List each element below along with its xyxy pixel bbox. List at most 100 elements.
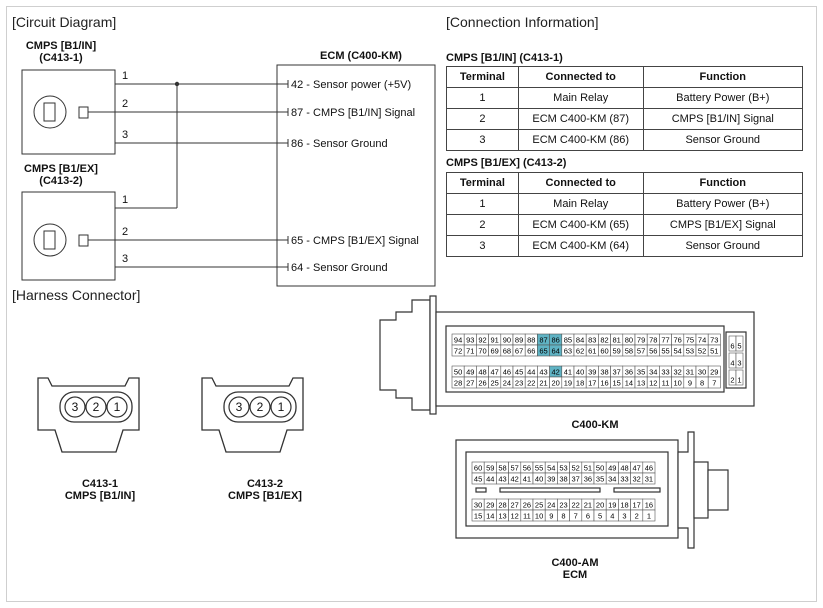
cmps-in-sensor-icon [33,95,67,129]
c400-km-latch [379,299,431,411]
pin-label: 52 [572,464,580,473]
pin-label: 38 [559,475,567,484]
c413-2-pin-label: 2 [257,400,264,414]
wire-junction-dot [174,81,180,87]
pin-label: 30 [474,501,482,510]
pin-label: 26 [478,379,486,388]
cmps-ex-label: CMPS [B1/EX] (C413-2) [24,163,98,187]
pin-label: 53 [686,347,694,356]
pin-label: 57 [637,347,645,356]
pin-cell [707,344,721,357]
pin-label: 45 [515,368,523,377]
pin-label: 39 [547,475,555,484]
pin-label: 83 [588,336,596,345]
pin-label: 22 [572,501,580,510]
pin-label: 18 [576,379,584,388]
pin-label: 73 [710,336,718,345]
pin-label: 59 [486,464,494,473]
pin-label: 44 [486,475,494,484]
pin-label: 24 [503,379,511,388]
pin-cell [735,335,744,352]
pin-label: 29 [710,368,718,377]
pin-label: 42 [511,475,519,484]
wire-num-in-3: 3 [122,129,128,141]
cmps-in-label: CMPS [B1/IN] (C413-1) [25,40,97,64]
pin-label: 55 [661,347,669,356]
pin-label: 61 [588,347,596,356]
pin-label: 40 [535,475,543,484]
pin-label: 13 [637,379,645,388]
pin-label: 52 [698,347,706,356]
pin-label: 19 [564,379,572,388]
pin-label: 60 [600,347,608,356]
pin-label: 50 [596,464,604,473]
pin-label: 36 [584,475,592,484]
circuit-diagram-heading: [Circuit Diagram] [12,14,117,30]
pin-label: 43 [498,475,506,484]
col-terminal: Terminal [446,66,519,88]
pin-label: 31 [645,475,653,484]
pin-cell [642,472,656,485]
c413-2-pin-label: 3 [236,400,243,414]
pin-label: 21 [584,501,592,510]
pin-label: 8 [700,379,704,388]
pin-label: 32 [674,368,682,377]
pin-cell [735,369,744,386]
pin-label: 48 [620,464,628,473]
pin-label: 49 [466,368,474,377]
pin-label: 19 [608,501,616,510]
pin-label: 77 [661,336,669,345]
pin-label: 25 [535,501,543,510]
pin-label: 11 [523,512,531,521]
pin-label: 22 [527,379,535,388]
pin-label: 41 [564,368,572,377]
pin-label: 10 [535,512,543,521]
pin-label: 10 [674,379,682,388]
pin-label: 27 [511,501,519,510]
pin-label: 42 [552,368,560,377]
pin-label: 74 [698,336,706,345]
c413-1-pin-1 [106,396,128,418]
pin-label: 89 [515,336,523,345]
table1-title: CMPS [B1/IN] (C413-1) [446,52,563,64]
pin-label: 11 [662,379,670,388]
col-function: Function [642,66,804,88]
table2-title: CMPS [B1/EX] (C413-2) [446,157,567,169]
pin-label: 46 [645,464,653,473]
pin-label: 87 [539,336,547,345]
pin-label: 46 [503,368,511,377]
pin-label: 85 [564,336,572,345]
pin-label: 49 [608,464,616,473]
page-frame [6,6,817,602]
pin-label: 62 [576,347,584,356]
pin-label: 54 [674,347,682,356]
pin-label: 32 [633,475,641,484]
pin-label: 1 [737,376,741,385]
pin-cell [642,509,656,522]
pin-label: 55 [535,464,543,473]
ecm-box [276,64,436,287]
c413-2-pin-2 [249,396,271,418]
pin-label: 36 [625,368,633,377]
pin-label: 56 [649,347,657,356]
pin-label: 35 [596,475,604,484]
pin-label: 45 [474,475,482,484]
pin-label: 9 [549,512,553,521]
pin-label: 88 [527,336,535,345]
pin-label: 84 [576,336,584,345]
pin-label: 93 [466,336,474,345]
pin-label: 34 [649,368,657,377]
pin-label: 92 [478,336,486,345]
wire-num-in-2: 2 [122,98,128,110]
pin-label: 20 [596,501,604,510]
pin-label: 5 [737,342,741,351]
ecm-pin-65: 65 - CMPS [B1/EX] Signal [291,235,419,247]
ecm-pin-86: 86 - Sensor Ground [291,138,388,150]
